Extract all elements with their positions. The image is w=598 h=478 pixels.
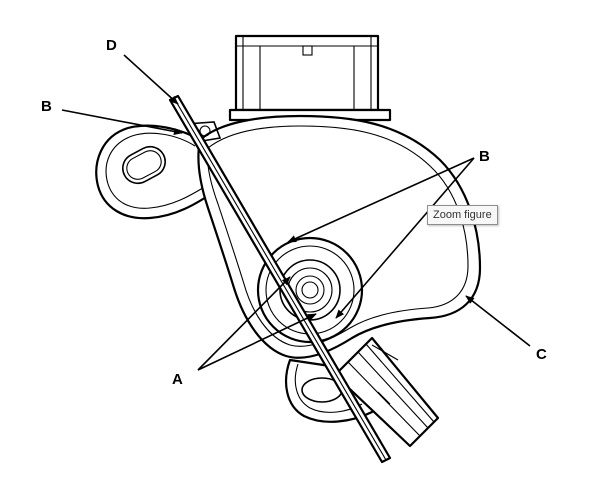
zoom-figure-tooltip: Zoom figure <box>427 205 498 225</box>
label-d: D <box>106 37 117 54</box>
label-a: A <box>172 371 183 388</box>
label-b-right: B <box>479 148 490 165</box>
arrow-a-1 <box>197 276 291 371</box>
left-mounting-ear <box>95 124 216 220</box>
shaft-lever <box>333 336 440 448</box>
connector <box>228 34 392 122</box>
arrow-c <box>465 295 531 347</box>
leader-arrows <box>61 54 531 371</box>
arrow-b-right-1 <box>287 157 475 243</box>
arrow-a-2 <box>197 313 317 371</box>
arrow-b-right-2 <box>335 157 475 319</box>
arrow-d <box>123 54 179 105</box>
arrow-b-left <box>61 109 183 136</box>
label-c: C <box>536 346 547 363</box>
label-b-left: B <box>41 98 52 115</box>
